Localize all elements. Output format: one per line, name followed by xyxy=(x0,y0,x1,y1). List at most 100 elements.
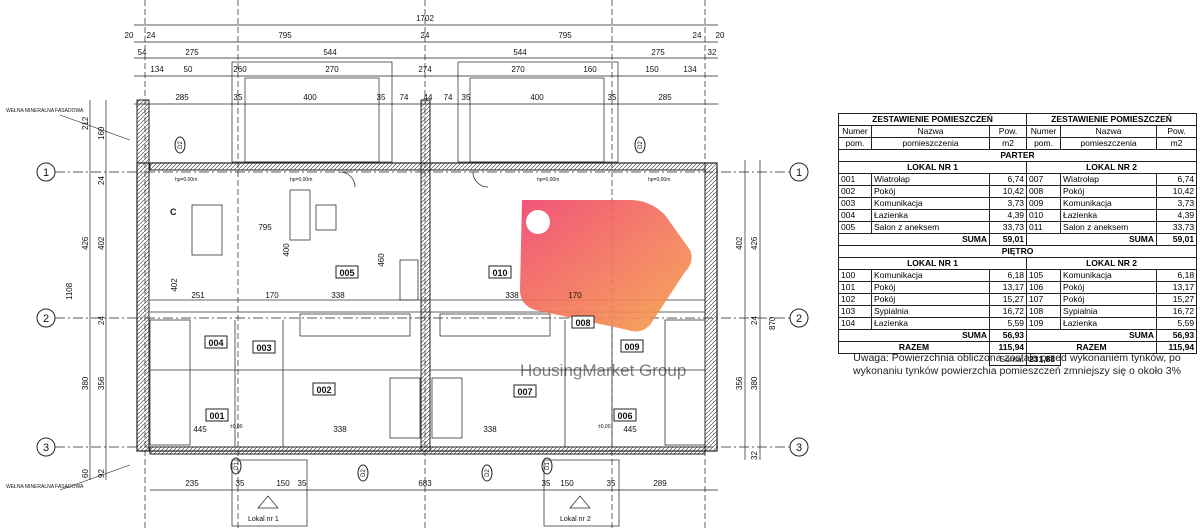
svg-text:35: 35 xyxy=(234,93,243,102)
col-header: pom. xyxy=(838,137,872,150)
svg-text:35: 35 xyxy=(377,93,386,102)
svg-text:24: 24 xyxy=(97,316,106,325)
unit-header: LOKAL NR 1 xyxy=(837,257,1028,270)
room-number: 002 xyxy=(838,185,872,198)
svg-text:2: 2 xyxy=(43,313,49,325)
section-header: PIĘTRO xyxy=(837,245,1198,258)
svg-text:60: 60 xyxy=(81,469,90,478)
section-mark: C xyxy=(170,207,177,217)
insulation-label-bottom: WEŁNA MINERALNA FASADOWA xyxy=(6,484,84,490)
room-number: 103 xyxy=(838,305,872,318)
svg-text:005: 005 xyxy=(339,268,354,278)
room-name: Pokój xyxy=(1060,281,1158,294)
col-header: Numer xyxy=(1026,125,1062,138)
sum-value: 59,01 xyxy=(988,233,1028,246)
svg-text:270: 270 xyxy=(511,65,525,74)
svg-text:004: 004 xyxy=(208,338,223,348)
svg-text:160: 160 xyxy=(97,126,106,140)
sum-label: SUMA xyxy=(1026,233,1158,246)
svg-text:150: 150 xyxy=(276,479,290,488)
room-area: 15,27 xyxy=(1156,293,1198,306)
watermark-logo: HousingMarket Group xyxy=(520,200,692,380)
svg-text:338: 338 xyxy=(331,291,345,300)
room-number: 102 xyxy=(838,293,872,306)
room-area: 3,73 xyxy=(1156,197,1198,210)
svg-text:35: 35 xyxy=(462,93,471,102)
room-number: 003 xyxy=(838,197,872,210)
svg-text:35: 35 xyxy=(236,479,245,488)
svg-text:251: 251 xyxy=(191,291,205,300)
svg-text:380: 380 xyxy=(81,376,90,390)
svg-text:D2: D2 xyxy=(638,141,644,149)
room-area: 10,42 xyxy=(988,185,1028,198)
room-area: 6,74 xyxy=(1156,173,1198,186)
room-number: 109 xyxy=(1026,317,1062,330)
svg-text:24: 24 xyxy=(421,31,430,40)
svg-text:74: 74 xyxy=(400,93,409,102)
insulation-label-top: WEŁNA MINERALNA FASADOWA xyxy=(6,108,84,114)
svg-text:338: 338 xyxy=(333,425,347,434)
svg-text:795: 795 xyxy=(558,31,572,40)
room-name: Wiatrołap xyxy=(1060,173,1158,186)
room-name: Komunikacja xyxy=(1060,269,1158,282)
svg-text:402: 402 xyxy=(170,278,179,292)
section-header: PARTER xyxy=(837,149,1198,162)
room-area: 6,18 xyxy=(1156,269,1198,282)
room-name: Pokój xyxy=(871,281,990,294)
svg-text:544: 544 xyxy=(323,48,337,57)
svg-text:380: 380 xyxy=(750,376,759,390)
svg-text:±0,00: ±0,00 xyxy=(598,424,611,430)
unit-header: LOKAL NR 2 xyxy=(1026,257,1198,270)
col-header: m2 xyxy=(988,137,1028,150)
svg-text:795: 795 xyxy=(258,223,272,232)
room-area: 10,42 xyxy=(1156,185,1198,198)
room-name: Salon z aneksem xyxy=(1060,221,1158,234)
svg-text:338: 338 xyxy=(483,425,497,434)
room-name: Sypialnia xyxy=(1060,305,1158,318)
svg-text:150: 150 xyxy=(645,65,659,74)
svg-text:402: 402 xyxy=(97,236,106,250)
entry-label-2: Lokal nr 2 xyxy=(560,516,591,523)
svg-text:445: 445 xyxy=(193,425,207,434)
door-tags: D1 D1 D2 D2 D2 D2 xyxy=(174,136,646,482)
svg-text:D1: D1 xyxy=(234,462,240,470)
room-area: 33,73 xyxy=(1156,221,1198,234)
area-note: Uwaga: Powierzchnia obliczona została pr… xyxy=(838,352,1196,378)
room-name: Pokój xyxy=(1060,185,1158,198)
room-number: 001 xyxy=(838,173,872,186)
svg-text:D1: D1 xyxy=(545,462,551,470)
room-name: Pokój xyxy=(1060,293,1158,306)
room-name: Łazienka xyxy=(1060,209,1158,222)
note-line: Uwaga: Powierzchnia obliczona została pr… xyxy=(853,352,1181,364)
svg-text:134: 134 xyxy=(683,65,697,74)
svg-text:32: 32 xyxy=(708,48,717,57)
room-number: 004 xyxy=(838,209,872,222)
sum-label: SUMA xyxy=(1026,329,1158,342)
table-title: ZESTAWIENIE POMIESZCZEŃ xyxy=(1026,113,1198,126)
svg-text:356: 356 xyxy=(97,376,106,390)
svg-text:001: 001 xyxy=(209,411,224,421)
grand-total-label: Suma: xyxy=(988,353,1028,366)
svg-text:50: 50 xyxy=(184,65,193,74)
room-number: 008 xyxy=(1026,185,1062,198)
svg-text:3: 3 xyxy=(43,442,49,454)
room-name: Komunikacja xyxy=(1060,197,1158,210)
col-header: pomieszczenia xyxy=(871,137,990,150)
svg-text:260: 260 xyxy=(233,65,247,74)
room-area: 6,18 xyxy=(988,269,1028,282)
room-number: 106 xyxy=(1026,281,1062,294)
room-number: 101 xyxy=(838,281,872,294)
svg-text:hp=0,00m: hp=0,00m xyxy=(290,177,312,183)
svg-text:24: 24 xyxy=(97,176,106,185)
room-number: 010 xyxy=(1026,209,1062,222)
svg-text:212: 212 xyxy=(81,116,90,130)
svg-text:1: 1 xyxy=(43,167,49,179)
